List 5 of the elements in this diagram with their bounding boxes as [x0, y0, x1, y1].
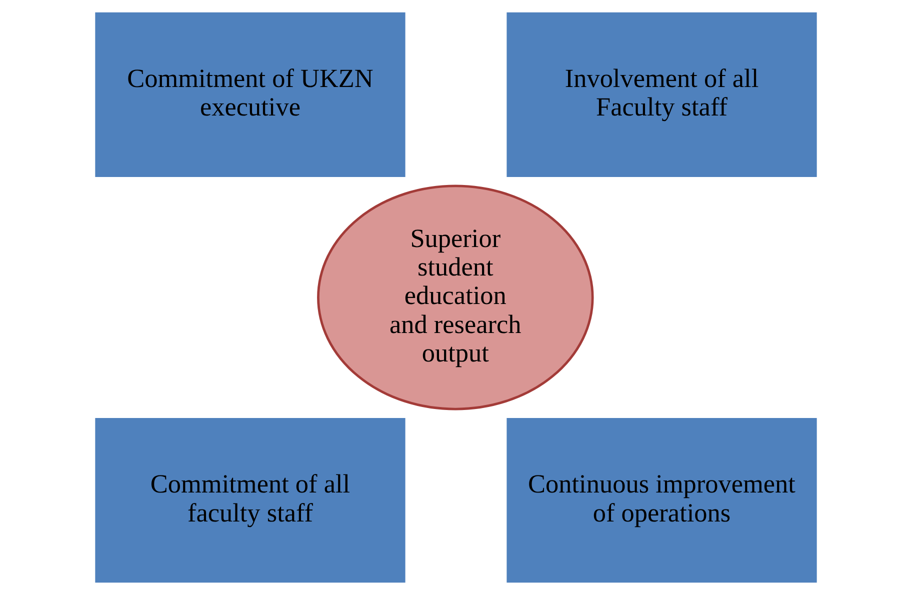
node-box: Commitment of all faculty staff [95, 418, 406, 583]
node-box: Involvement of all Faculty staff [506, 12, 817, 178]
node-box: Commitment of UKZN executive [95, 12, 406, 178]
node-ellipse: Superior student education and research output [317, 184, 594, 410]
node-box: Continuous improvement of operations [506, 418, 817, 583]
